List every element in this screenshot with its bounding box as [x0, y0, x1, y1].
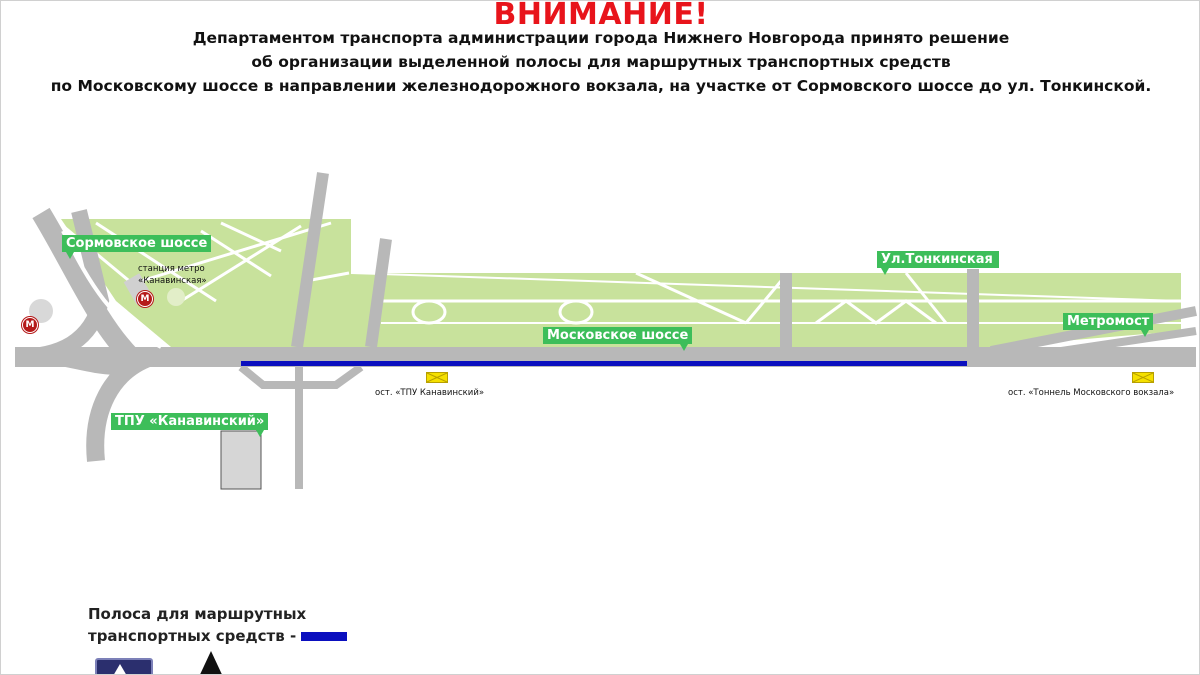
roads	[14, 172, 1197, 489]
legend-bus-lane-swatch	[301, 632, 347, 641]
label-stop-tpu: ост. «ТПУ Канавинский»	[375, 388, 485, 398]
metro-station-circle	[29, 299, 53, 323]
bus-stop-sign-icon	[426, 372, 448, 383]
road-south-left	[40, 350, 155, 375]
label-stop-tunnel: ост. «Тоннель Московского вокзала»	[1008, 388, 1175, 398]
road-sormovskoe	[32, 207, 241, 367]
road-curve-left	[14, 209, 110, 365]
road-north-2	[365, 238, 392, 348]
tpu-building	[220, 430, 262, 490]
metro-entrance-circle	[167, 288, 185, 306]
label-sormovskoe: Сормовское шоссе	[62, 235, 212, 259]
label-moskovskoe: Московское шоссе	[543, 327, 693, 351]
bottom-letter-glyph	[197, 651, 225, 674]
label-metro-station-2: «Канавинская»	[138, 276, 207, 286]
metro-m-icon-left: М	[22, 317, 38, 333]
label-metromost: Метромост	[1063, 313, 1154, 337]
legend-line-1: Полоса для маршрутных	[88, 605, 307, 623]
legend-line-2: транспортных средств -	[88, 627, 297, 645]
notice-line-2: об организации выделенной полосы для мар…	[251, 53, 951, 71]
road-metromost-2	[1020, 327, 1197, 361]
notice-line-1: Департаментом транспорта администрации г…	[192, 29, 1010, 47]
label-tpu: ТПУ «Канавинский»	[111, 413, 269, 437]
headline: ВНИМАНИЕ!	[493, 0, 709, 32]
bus-stop-sign-icon-tunnel	[1132, 372, 1154, 383]
metro-m-icon: М	[137, 291, 153, 307]
road-metromost-1	[990, 306, 1197, 356]
label-metro-station-1: станция метро	[138, 264, 205, 274]
road-underpass	[238, 363, 364, 389]
road-north-1	[291, 172, 329, 348]
sign-arrow-icon	[113, 664, 127, 674]
notice-line-3: по Московскому шоссе в направлении желез…	[50, 77, 1152, 95]
bus-lane	[241, 361, 967, 366]
label-tonkinskaya: Ул.Тонкинская	[877, 251, 999, 275]
